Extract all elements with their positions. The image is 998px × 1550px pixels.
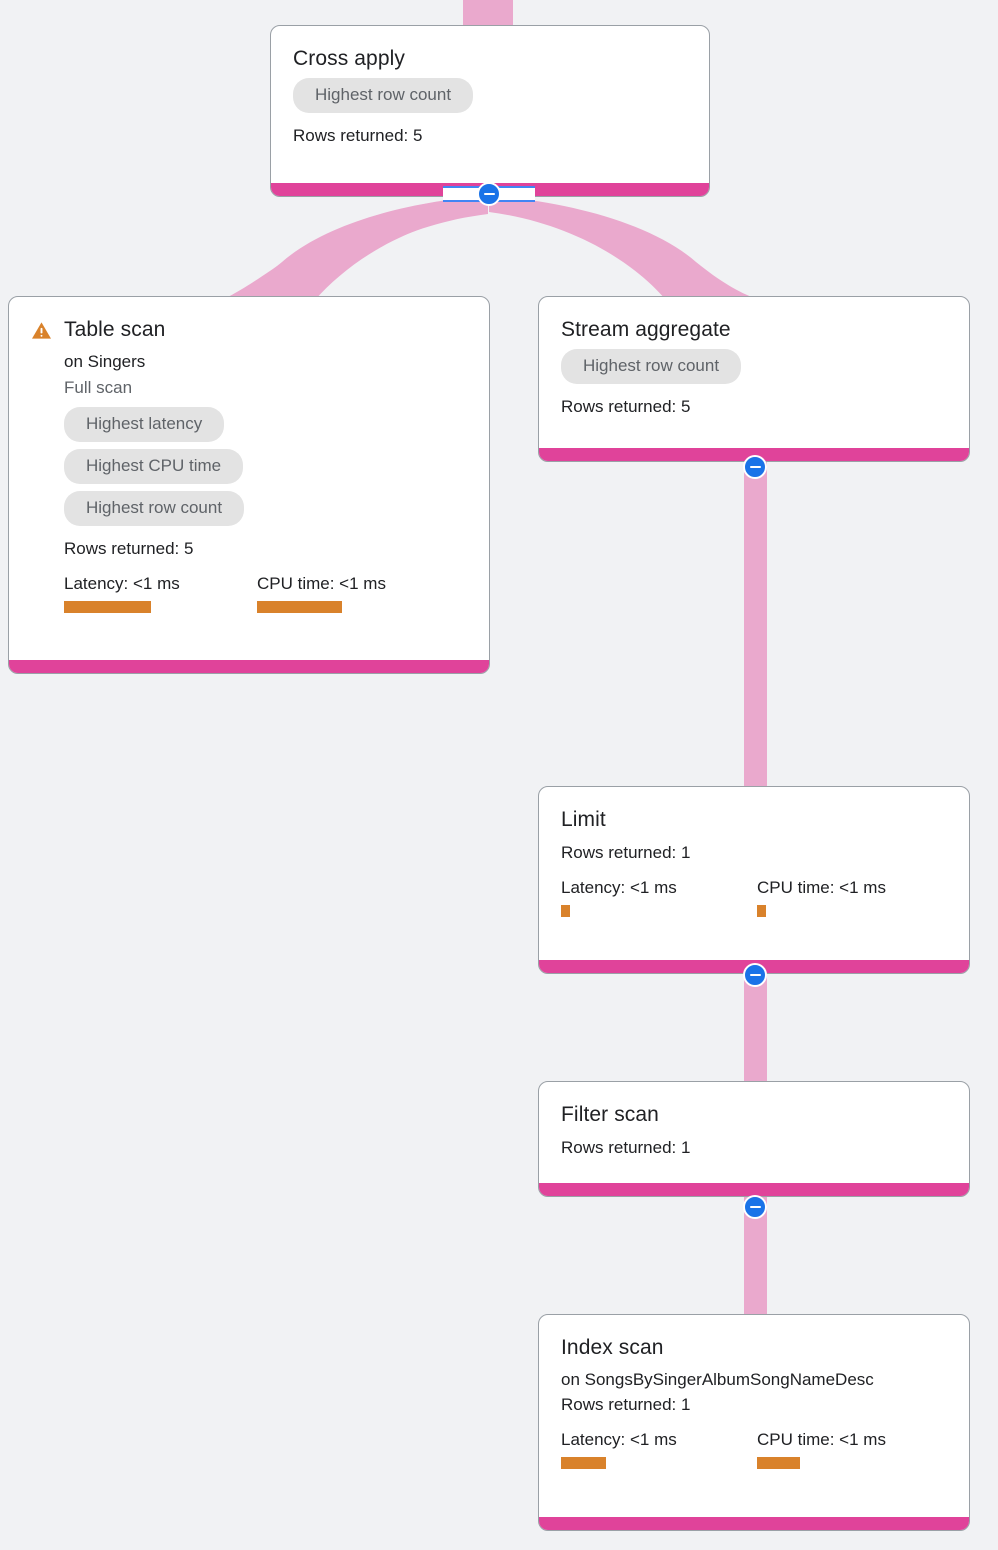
node-table-scan-accent-bar: [9, 660, 489, 673]
node-filter-scan-rows-returned: Rows returned: 1: [561, 1138, 691, 1157]
node-cross-apply-title-row: Cross apply: [293, 46, 687, 72]
node-cross-apply-chips: Highest row count: [293, 78, 687, 120]
node-index-scan-cpu-bar: [757, 1457, 800, 1469]
node-index-scan-cpu-label: CPU time: <1 ms: [757, 1430, 886, 1449]
chip-highest-cpu-time: Highest CPU time: [64, 449, 244, 484]
node-table-scan-cpu-bar: [257, 601, 342, 613]
node-limit-cpu-bar: [757, 905, 766, 917]
node-index-scan-title: Index scan: [561, 1336, 664, 1359]
node-stream-aggregate[interactable]: Stream aggregate Highest row count Rows …: [538, 296, 970, 462]
node-table-scan-details: on Singers Full scan Highest latency Hig…: [31, 349, 467, 613]
node-limit-latency-label: Latency: <1 ms: [561, 878, 677, 897]
edge-cross-apply-to-stream-aggregate: [489, 196, 760, 300]
limit-collapse-toggle[interactable]: [743, 963, 767, 987]
edge-into-cross-apply: [463, 0, 513, 25]
node-table-scan-cpu-label: CPU time: <1 ms: [257, 574, 386, 593]
node-index-scan-target: on SongsBySingerAlbumSongNameDesc: [561, 1370, 874, 1389]
node-index-scan-latency-metric: Latency: <1 ms: [561, 1429, 757, 1469]
node-stream-aggregate-title: Stream aggregate: [561, 318, 731, 341]
node-index-scan-latency-label: Latency: <1 ms: [561, 1430, 677, 1449]
node-cross-apply[interactable]: Cross apply Highest row count Rows retur…: [270, 25, 710, 197]
node-table-scan[interactable]: Table scan on Singers Full scan Highest …: [8, 296, 490, 674]
node-table-scan-latency-metric: Latency: <1 ms: [64, 573, 257, 613]
chip-highest-row-count: Highest row count: [64, 491, 245, 526]
node-limit-title-row: Limit: [561, 807, 947, 833]
node-stream-aggregate-body: Stream aggregate Highest row count Rows …: [539, 297, 969, 448]
node-limit-title: Limit: [561, 808, 606, 831]
node-table-scan-cpu-metric: CPU time: <1 ms: [257, 573, 386, 613]
node-filter-scan-accent-bar: [539, 1183, 969, 1196]
node-limit-rows-returned: Rows returned: 1: [561, 843, 691, 862]
chip-highest-row-count: Highest row count: [293, 78, 474, 113]
edge-cross-apply-to-table-scan-body: [222, 196, 488, 300]
edge-cross-apply-to-table-scan: [222, 196, 488, 300]
node-cross-apply-body: Cross apply Highest row count Rows retur…: [271, 26, 709, 183]
node-filter-scan-body: Filter scan Rows returned: 1: [539, 1082, 969, 1183]
stream-aggregate-collapse-toggle[interactable]: [743, 455, 767, 479]
node-index-scan-cpu-metric: CPU time: <1 ms: [757, 1429, 886, 1469]
chip-highest-latency: Highest latency: [64, 407, 225, 442]
node-table-scan-title-row: Table scan: [31, 317, 467, 343]
node-limit-cpu-metric: CPU time: <1 ms: [757, 877, 886, 917]
node-limit-latency-bar: [561, 905, 570, 917]
node-stream-aggregate-chips: Highest row count: [561, 349, 947, 391]
node-table-scan-scan-type: Full scan: [64, 378, 133, 397]
node-table-scan-rows-returned: Rows returned: 5: [64, 539, 194, 558]
node-cross-apply-rows-returned: Rows returned: 5: [293, 126, 423, 145]
node-limit-metrics: Latency: <1 ms CPU time: <1 ms: [561, 877, 947, 917]
node-limit-latency-metric: Latency: <1 ms: [561, 877, 757, 917]
node-limit[interactable]: Limit Rows returned: 1 Latency: <1 ms CP…: [538, 786, 970, 974]
node-cross-apply-title: Cross apply: [293, 47, 405, 70]
node-index-scan-body: Index scan on SongsBySingerAlbumSongName…: [539, 1315, 969, 1517]
node-table-scan-target: on Singers: [64, 352, 146, 371]
node-index-scan-title-row: Index scan: [561, 1335, 947, 1361]
node-index-scan[interactable]: Index scan on SongsBySingerAlbumSongName…: [538, 1314, 970, 1531]
node-limit-body: Limit Rows returned: 1 Latency: <1 ms CP…: [539, 787, 969, 960]
node-table-scan-chips: Highest latency Highest CPU time Highest…: [64, 407, 467, 533]
node-index-scan-latency-bar: [561, 1457, 606, 1469]
node-filter-scan-title: Filter scan: [561, 1103, 659, 1126]
node-table-scan-metrics: Latency: <1 ms CPU time: <1 ms: [64, 573, 467, 613]
cross-apply-collapse-toggle[interactable]: [477, 182, 501, 206]
node-table-scan-body: Table scan on Singers Full scan Highest …: [9, 297, 489, 660]
node-filter-scan-title-row: Filter scan: [561, 1102, 947, 1128]
node-stream-aggregate-title-row: Stream aggregate: [561, 317, 947, 343]
warning-triangle-icon: [32, 322, 51, 339]
node-index-scan-metrics: Latency: <1 ms CPU time: <1 ms: [561, 1429, 947, 1469]
node-index-scan-accent-bar: [539, 1517, 969, 1530]
node-table-scan-latency-label: Latency: <1 ms: [64, 574, 180, 593]
node-index-scan-rows-returned: Rows returned: 1: [561, 1395, 691, 1414]
edge-stream-aggregate-to-limit: [744, 462, 767, 792]
node-stream-aggregate-rows-returned: Rows returned: 5: [561, 397, 691, 416]
filter-scan-collapse-toggle[interactable]: [743, 1195, 767, 1219]
node-table-scan-title: Table scan: [64, 318, 166, 341]
node-filter-scan[interactable]: Filter scan Rows returned: 1: [538, 1081, 970, 1197]
node-limit-cpu-label: CPU time: <1 ms: [757, 878, 886, 897]
chip-highest-row-count: Highest row count: [561, 349, 742, 384]
node-table-scan-latency-bar: [64, 601, 151, 613]
